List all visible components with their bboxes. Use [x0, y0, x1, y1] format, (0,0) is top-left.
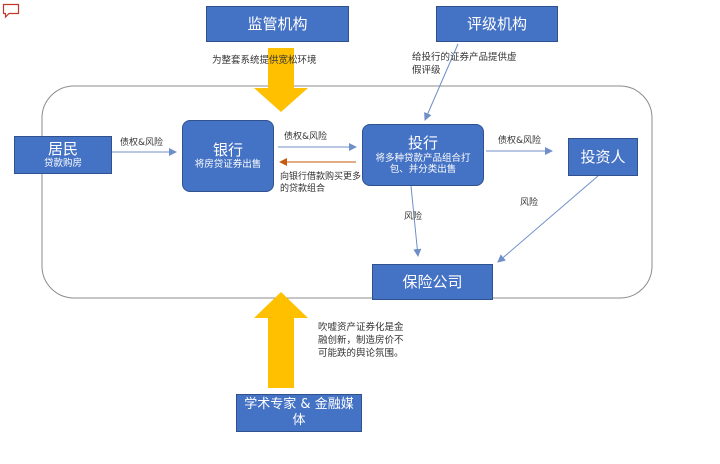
node-ibank: 投行 将多种贷款产品组合打包、并分类出售 [362, 124, 484, 186]
note-rating: 给投行的证券产品提供虚假评级 [412, 52, 517, 76]
node-experts: 学术专家 & 金融媒体 [236, 394, 362, 432]
node-bank: 银行 将房贷证券出售 [182, 120, 274, 192]
node-experts-title: 学术专家 & 金融媒体 [244, 396, 354, 428]
regulator-big-arrow [254, 48, 308, 112]
edge-label-ibank-insurance: 风险 [404, 212, 423, 222]
node-insurance-title: 保险公司 [402, 272, 463, 291]
edge-rating-ibank [424, 43, 459, 121]
node-ibank-sub: 将多种贷款产品组合打包、并分类出售 [375, 152, 471, 176]
edge-ibank-insurance [410, 185, 422, 257]
edge-label-ibank-investor: 债权&风险 [498, 136, 542, 146]
node-ibank-title: 投行 [407, 133, 438, 152]
experts-big-arrow [254, 292, 308, 388]
edge-investor-insurance [497, 175, 599, 263]
node-resident: 居民 贷款购房 [14, 136, 112, 174]
node-regulator-title: 监管机构 [247, 14, 308, 33]
node-insurance: 保险公司 [372, 264, 493, 300]
node-rating: 评级机构 [436, 6, 558, 42]
system-boundary [41, 85, 653, 299]
comment-icon[interactable] [2, 3, 20, 19]
node-bank-sub: 将房贷证券出售 [194, 159, 262, 171]
node-bank-title: 银行 [212, 140, 243, 159]
edge-label-investor-insurance: 风险 [520, 198, 539, 208]
node-investor: 投资人 [568, 138, 638, 176]
node-resident-sub: 贷款购房 [43, 158, 82, 170]
node-resident-title: 居民 [47, 139, 78, 158]
node-regulator: 监管机构 [206, 6, 349, 42]
node-rating-title: 评级机构 [466, 14, 527, 33]
note-regulator: 为整套系统提供宽松环境 [212, 55, 317, 66]
edge-label-bank-ibank: 债权&风险 [284, 132, 328, 142]
note-experts: 吹嘘资产证券化是金融创新，制造房价不可能跌的舆论氛围。 [318, 322, 404, 359]
node-investor-title: 投资人 [580, 147, 626, 166]
edge-label-ibank-bank: 向银行借款购买更多的贷款组合 [280, 172, 362, 194]
edge-label-resident-bank: 债权&风险 [120, 138, 164, 148]
